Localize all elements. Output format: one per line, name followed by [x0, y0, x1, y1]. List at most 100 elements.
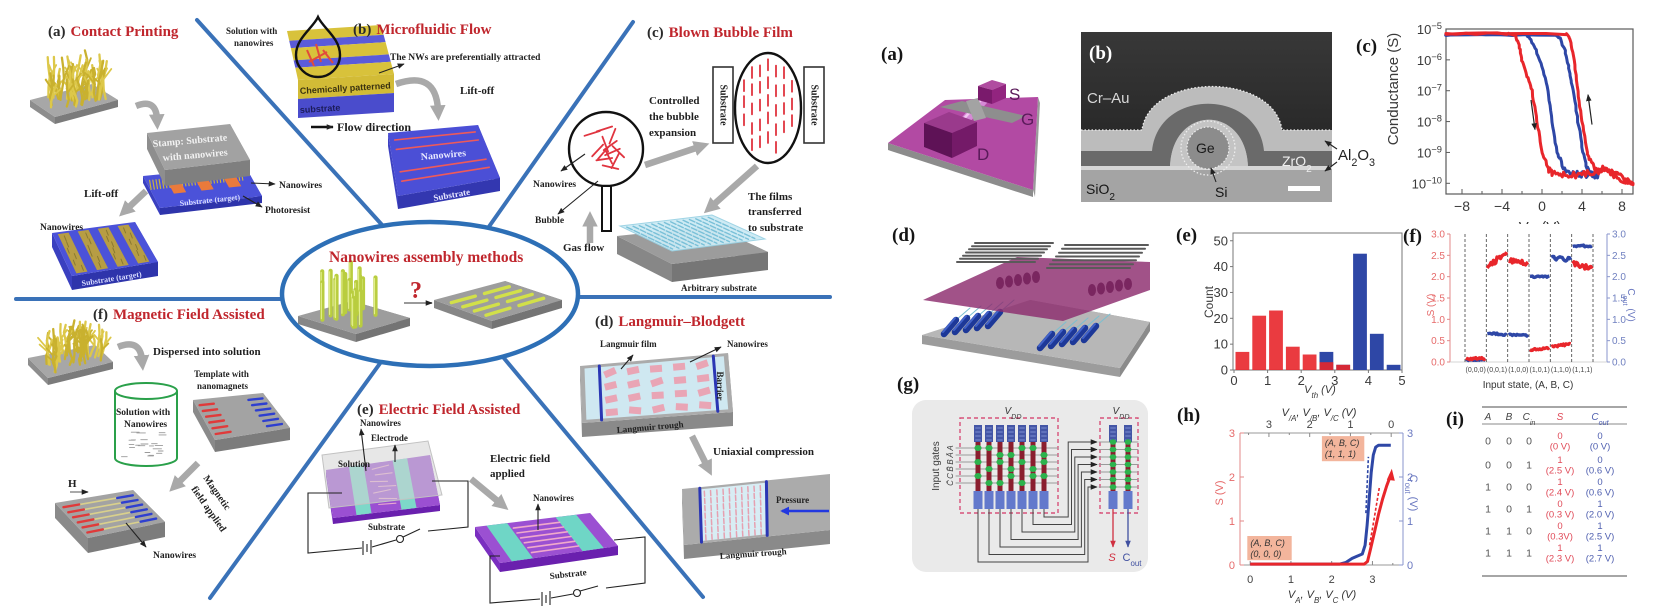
substrate-front: [333, 505, 440, 524]
compression-label: Uniaxial compression: [713, 446, 814, 458]
table-cell: 1: [1485, 504, 1491, 516]
cr-au-label: Cr–Au: [1087, 90, 1130, 107]
panel-b-sem-cross-section: (b) Cr–Au Ge ZrO2 SiO2 Si Al2O3: [1081, 32, 1375, 203]
aligned-nanowire: [676, 220, 724, 244]
gate-contact: [1018, 445, 1026, 451]
histogram-bar: [1353, 253, 1367, 370]
process-arrow: [643, 141, 710, 169]
gate-input-label: Ā: [946, 452, 955, 458]
state-annotation-box: [1321, 436, 1365, 462]
nanowire: [87, 244, 91, 251]
gate-contact: [1109, 461, 1117, 468]
x-category-label: (0,0,1): [1487, 367, 1507, 374]
nanomagnet-red: [86, 528, 105, 534]
nanowire-branch: [103, 336, 112, 347]
process-arrow: [134, 100, 165, 130]
gate-contact: [1124, 461, 1132, 468]
nanowires-label: Nanowires: [420, 148, 466, 163]
nanowire-raft: [626, 365, 640, 376]
panel-title-text: Blown Bubble Film: [669, 25, 794, 41]
sweep-direction-arrow: [1530, 99, 1537, 131]
lift-off-label: Lift-off: [84, 188, 119, 200]
table-cell: 0: [1526, 526, 1532, 538]
electrode-bar: [962, 312, 982, 334]
process-label: to substrate: [748, 222, 803, 234]
nanowire-branch: [73, 335, 80, 347]
x2-tick-label: 3: [1266, 419, 1272, 431]
nanomagnet-blue: [254, 407, 272, 412]
text-fragment: 10: [1417, 84, 1431, 99]
aligned-nanowire: [701, 217, 750, 241]
pointer-arrow: [358, 428, 367, 472]
dielectric-layer: [923, 257, 1150, 321]
substrate-slab-side: [298, 316, 356, 342]
horizontal-nanowire: [494, 288, 523, 300]
nanowires-label: Nanowires: [727, 339, 768, 349]
subscript-text: out: [1404, 483, 1413, 495]
gate-contact: [1040, 473, 1048, 479]
nanowire-raft: [649, 364, 663, 373]
nanowire-branch: [97, 330, 105, 343]
patterned-stripe: [287, 25, 384, 41]
x-tick-label: −4: [1494, 198, 1510, 214]
y-tick-label-left: 0: [1229, 560, 1235, 572]
patterned-stripe: [295, 61, 394, 80]
table-cell-sum: 1: [1557, 477, 1562, 488]
template-label: nanomagnets: [197, 381, 249, 391]
panel-f-magnetic-field: (f)Magnetic Field Assisted Dispersed int…: [28, 307, 290, 561]
table-cell-carry: 0: [1597, 477, 1602, 488]
panel-c-blown-bubble-film: (c)Blown Bubble Film Controlled the bubb…: [533, 25, 825, 293]
nanowire-raft: [604, 394, 618, 404]
template-side: [193, 400, 215, 452]
subscript-text: 2: [1109, 192, 1115, 203]
nanomagnet-red: [201, 408, 219, 413]
pointer-arrow: [378, 63, 405, 74]
nanowire-branch: [52, 88, 62, 97]
circuit-wire: [489, 555, 541, 604]
gate-shadow: [1106, 281, 1114, 293]
x-tick-label: 1: [1264, 373, 1271, 388]
gate-contact: [985, 445, 993, 451]
nanowire-raft: [605, 408, 619, 417]
center-title: Nanowires assembly methods: [329, 249, 523, 266]
nanowire: [73, 253, 77, 260]
panel-tag: (i): [1446, 409, 1464, 430]
nanowire-raft: [672, 362, 686, 371]
langmuir-trough-front: [582, 412, 733, 437]
nanowire-branch: [38, 343, 49, 354]
table-cell-carry: 1: [1597, 521, 1602, 532]
nanomagnet-blue: [265, 422, 284, 428]
panel-tag: (h): [1177, 405, 1200, 426]
aligned-nanowire: [102, 521, 141, 531]
process-arrow: [116, 341, 150, 371]
left-figure: ? Nanowires assembly methods (a)Contact …: [14, 14, 832, 606]
y-tick-label-right: 1: [1407, 516, 1413, 528]
data-series-line: [1571, 260, 1594, 271]
nanowire: [111, 241, 115, 248]
gate-contact: [1124, 439, 1132, 445]
text-fragment: , V: [1296, 407, 1311, 419]
text-fragment: 10: [1412, 176, 1426, 191]
nanowire-branch: [44, 78, 54, 90]
aligned-nanowire: [79, 497, 118, 506]
x-tick-label: 3: [1331, 373, 1338, 388]
table-cell-sum-voltage: (2.4 V): [1546, 488, 1575, 499]
y-axis-label: Count: [1202, 285, 1216, 318]
switch-terminal: [395, 534, 405, 544]
substrate-layer: [298, 93, 394, 118]
table-cell-sum: 0: [1557, 431, 1562, 442]
electrode-highlight: [1060, 327, 1074, 343]
nanowire: [89, 250, 93, 257]
gate-shadow: [1014, 274, 1022, 286]
nanowire: [66, 241, 70, 248]
nanowire-channel: [997, 442, 1003, 491]
divider-line: [208, 360, 383, 600]
y-tick-label: 10−5: [1417, 21, 1442, 37]
interconnect-wire: [1043, 439, 1098, 518]
y-tick-label: 10−7: [1417, 83, 1442, 99]
nanowire-raft: [651, 391, 664, 400]
aligned-nanowire: [682, 219, 731, 243]
text-fragment: , V: [1319, 589, 1334, 601]
y-tick-label-left: 1.0: [1431, 315, 1445, 326]
nanowire: [315, 43, 322, 63]
